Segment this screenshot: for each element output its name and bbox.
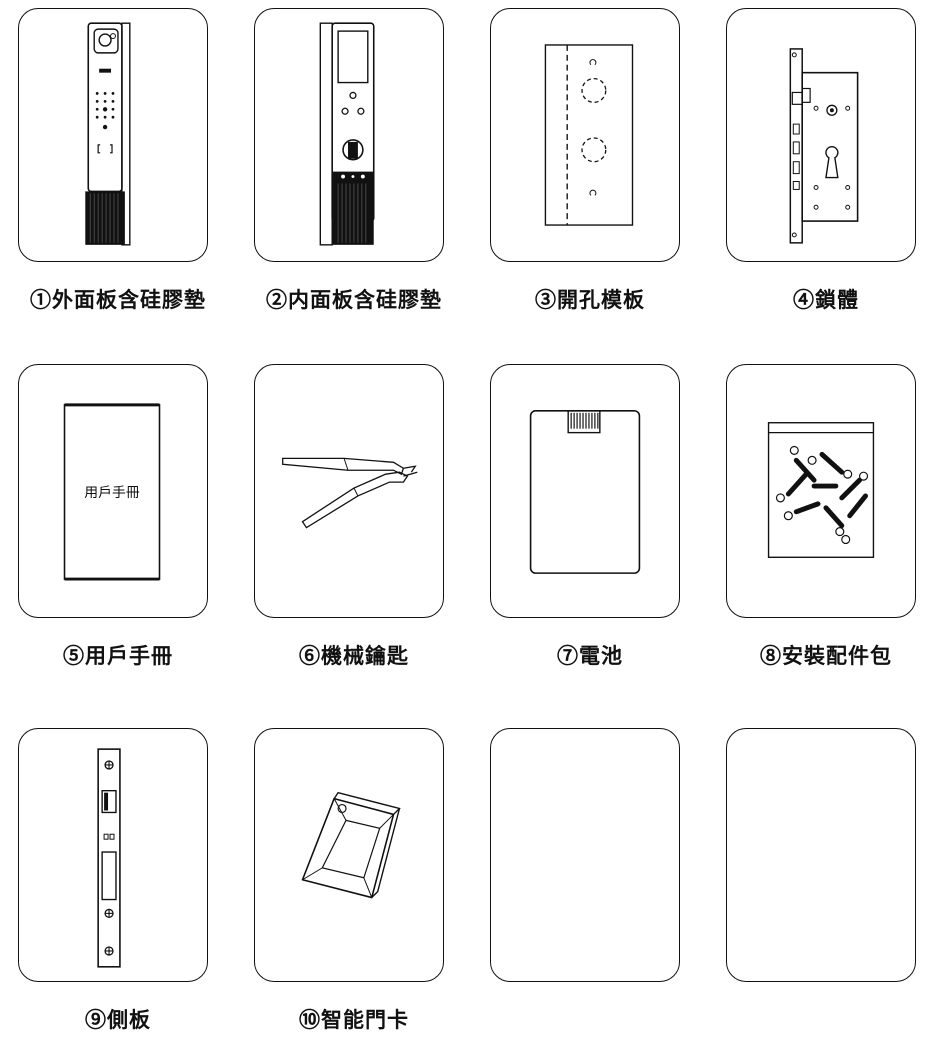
item-frame: [18, 728, 208, 982]
item-frame: 用戶手冊: [18, 364, 208, 618]
item-frame: [254, 364, 444, 618]
item-caption: ⑥機械鑰匙: [299, 643, 409, 668]
item-mechanical-keys: ⑥機械鑰匙: [236, 364, 472, 668]
item-frame: [254, 728, 444, 982]
item-frame: [726, 728, 916, 982]
item-caption: ⑧安裝配件包: [760, 643, 892, 668]
item-smart-card: ⑩智能門卡: [236, 728, 472, 1032]
item-caption: ②内面板含硅膠墊: [266, 287, 442, 312]
item-frame: [490, 8, 680, 262]
item-caption: ⑤用戶手冊: [63, 643, 173, 668]
item-caption: ⑨側板: [85, 1007, 151, 1032]
item-empty-slot: [708, 728, 929, 1028]
item-accessory-pack: ⑧安裝配件包: [708, 364, 929, 668]
item-caption: ⑦電池: [557, 643, 623, 668]
manual-cover-text: 用戶手冊: [84, 485, 140, 501]
item-strike-plate: ⑨側板: [0, 728, 236, 1032]
item-frame: [18, 8, 208, 262]
item-lock-body: ④鎖體: [708, 8, 929, 312]
battery-icon: [529, 410, 641, 574]
outer-panel-icon: [85, 22, 131, 246]
user-manual-icon: 用戶手冊: [63, 403, 161, 581]
strike-plate-icon: [97, 748, 121, 968]
lock-body-icon: [789, 48, 859, 244]
item-frame: [254, 8, 444, 262]
item-outer-panel: ①外面板含硅膠墊: [0, 8, 236, 312]
item-frame: [490, 728, 680, 982]
smart-card-icon: [301, 791, 401, 899]
item-frame: [726, 8, 916, 262]
item-empty-slot: [472, 728, 708, 1028]
item-inner-panel: ②内面板含硅膠墊: [236, 8, 472, 312]
item-caption: ③開孔模板: [535, 287, 645, 312]
accessory-pack-icon: [767, 422, 875, 558]
inner-panel-icon: [319, 22, 375, 246]
item-caption: ①外面板含硅膠墊: [30, 287, 206, 312]
item-caption: ⑩智能門卡: [299, 1007, 409, 1032]
item-frame: [490, 364, 680, 618]
mechanical-keys-icon: [282, 457, 418, 529]
item-drilling-template: ③開孔模板: [472, 8, 708, 312]
item-battery: ⑦電池: [472, 364, 708, 668]
item-user-manual: 用戶手冊 ⑤用戶手冊: [0, 364, 236, 668]
drilling-template-icon: [544, 44, 634, 226]
item-frame: [726, 364, 916, 618]
item-caption: ④鎖體: [793, 287, 859, 312]
